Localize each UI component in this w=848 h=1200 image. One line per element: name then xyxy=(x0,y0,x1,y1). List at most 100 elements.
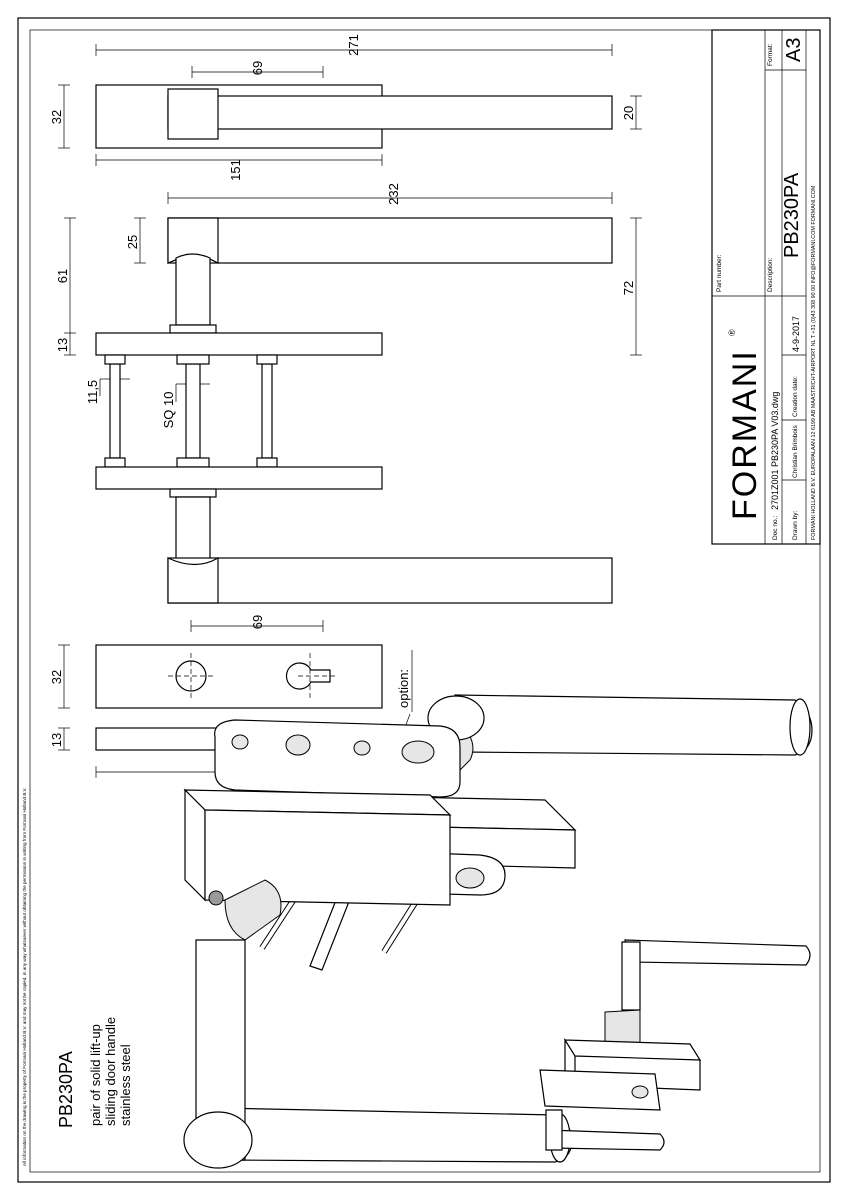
format-value: A3 xyxy=(783,38,805,62)
dim-rod-dia: 11,5 xyxy=(85,378,130,404)
dim-plate-length-short-top: 151 xyxy=(95,154,383,181)
product-desc-line2: sliding door handle xyxy=(103,1017,118,1126)
dim-grip-width: 25 xyxy=(125,217,146,264)
dim-plate-thickness-top: 13 xyxy=(55,333,76,356)
copyright-notice: All information on the drawing is the pr… xyxy=(22,787,27,1166)
dim-plate-width-bottom: 32 xyxy=(49,644,70,709)
iso-handle-bar-top xyxy=(454,694,813,756)
lower-handle-head xyxy=(167,556,219,604)
preview-keyhole xyxy=(631,1085,649,1099)
iso-block-2-side xyxy=(204,809,451,906)
upper-handle-bar xyxy=(167,217,613,264)
lower-handle-bar xyxy=(167,557,613,604)
dim-61-label: 61 xyxy=(55,269,70,283)
dim-69-top-label: 69 xyxy=(250,61,265,75)
option-label: option: xyxy=(396,669,411,708)
company-address: FORMANI HOLLAND B.V. EUROPALAAN 12 6199 … xyxy=(811,185,817,540)
lower-rose xyxy=(169,488,217,498)
preview-handle-top xyxy=(624,939,811,966)
dim-25-label: 25 xyxy=(125,235,140,249)
dim-151-top-label: 151 xyxy=(228,159,243,181)
outer-border xyxy=(17,17,831,1183)
upper-plate xyxy=(95,332,383,356)
top-view xyxy=(95,84,613,149)
dim-32-top-label: 32 xyxy=(49,110,64,124)
doc-no-value: 2701Z001 PB230PA V03.dwg xyxy=(770,392,780,510)
rod-left-cap-bottom xyxy=(104,457,126,468)
rod-left xyxy=(109,363,121,459)
rod-center xyxy=(185,363,201,459)
iso-handle-end-top xyxy=(789,698,811,756)
dim-handle-height: 61 xyxy=(55,217,76,334)
rod-center-cap-top xyxy=(176,354,210,365)
dim-sq10-label: SQ 10 xyxy=(161,392,176,429)
preview-handle-bottom-post xyxy=(545,1109,563,1151)
iso-screw-2b xyxy=(353,740,371,756)
dim-13-bottom-label: 13 xyxy=(49,733,64,747)
format-label: Format: xyxy=(767,43,774,66)
title-block: FORMANI ® Part number: Description: PB23… xyxy=(711,29,821,545)
dim-drop: 72 xyxy=(621,217,642,356)
iso-block-2-front xyxy=(184,788,206,902)
dim-20-label: 20 xyxy=(621,106,636,120)
part-number-label: Part number: xyxy=(716,254,723,292)
dim-bolt-spacing-bottom: 69 xyxy=(190,615,324,632)
dim-13-top-label: 13 xyxy=(55,338,70,352)
title-block-frame xyxy=(711,29,821,545)
iso-spindle-2 xyxy=(285,734,311,756)
dim-271-label: 271 xyxy=(346,34,361,56)
lower-plate xyxy=(95,466,383,490)
exploded-view xyxy=(183,694,813,1169)
rod-right-cap-top xyxy=(256,354,278,365)
top-view-handle-bar xyxy=(167,95,613,130)
formani-logo: FORMANI xyxy=(726,349,764,520)
product-desc-line1: pair of solid lift-up xyxy=(88,1024,103,1126)
iso-handle-head-bottom xyxy=(183,1111,253,1169)
upper-rose xyxy=(169,324,217,334)
dim-11-5-label: 11,5 xyxy=(85,380,100,404)
inner-border xyxy=(29,29,821,1173)
rod-right xyxy=(261,363,273,459)
dim-handle-length: 232 xyxy=(167,183,613,205)
iso-handle-neck-bottom xyxy=(224,879,282,941)
dim-232-label: 232 xyxy=(386,183,401,205)
drawn-by-value: Christian Brimbois xyxy=(792,425,799,478)
dim-handle-depth: 20 xyxy=(621,95,642,130)
plate-front-view xyxy=(95,644,383,709)
formani-logo-mark: ® xyxy=(727,329,737,336)
dim-plate-width-top: 32 xyxy=(49,84,70,149)
dim-bolt-spacing-top: 69 xyxy=(191,61,324,78)
top-view-handle-head xyxy=(167,88,219,140)
product-title: PB230PA pair of solid lift-up sliding do… xyxy=(56,1017,133,1128)
upper-handle-neck xyxy=(175,253,211,326)
rod-center-cap-bottom xyxy=(176,457,210,468)
assembled-preview xyxy=(539,939,811,1151)
creation-date-label: Creation date: xyxy=(792,376,799,417)
preview-handle-bottom xyxy=(547,1129,665,1151)
dim-69-bottom-label: 69 xyxy=(250,615,265,629)
preview-rose-plate xyxy=(539,1069,661,1111)
iso-screw-2a xyxy=(231,734,249,750)
iso-keyhole-2 xyxy=(401,740,435,764)
rod-left-cap-top xyxy=(104,354,126,365)
product-desc-line3: stainless steel xyxy=(118,1044,133,1126)
description-value: PB230PA xyxy=(781,172,803,258)
plate-face xyxy=(95,644,383,709)
preview-handle-top-post xyxy=(621,941,641,1011)
drawn-by-label: Drawn by: xyxy=(792,511,799,540)
product-code: PB230PA xyxy=(56,1051,76,1128)
description-label: Description: xyxy=(767,257,774,292)
lower-handle-neck xyxy=(175,496,211,569)
iso-rose-plate-2 xyxy=(214,719,461,798)
side-view xyxy=(95,217,613,604)
iso-keyhole-1 xyxy=(455,867,485,889)
dim-plate-thickness-bottom: 13 xyxy=(49,727,70,751)
dim-spindle: SQ 10 xyxy=(161,383,210,429)
creation-date-value: 4-9-2017 xyxy=(791,316,801,352)
dim-72-label: 72 xyxy=(621,281,636,295)
doc-no-label: Doc no.: xyxy=(772,516,779,540)
dim-plate-length: 271 xyxy=(95,34,613,56)
iso-handle-post-bottom xyxy=(195,939,246,1161)
rod-right-cap-bottom xyxy=(256,457,278,468)
